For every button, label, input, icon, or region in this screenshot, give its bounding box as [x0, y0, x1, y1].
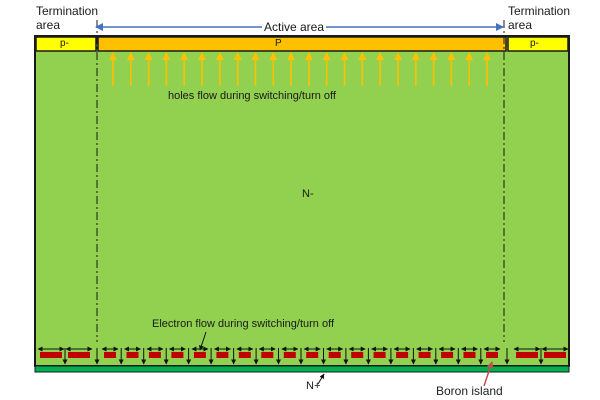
electron-flow-pointer — [199, 331, 207, 351]
boron-island — [283, 352, 296, 358]
p-minus-right-label: p- — [530, 38, 539, 49]
boron-island — [441, 352, 454, 358]
boron-island — [544, 352, 566, 358]
hole-flow-arrows — [109, 52, 491, 86]
boron-island — [373, 352, 386, 358]
boron-island — [104, 352, 116, 358]
boron-island-label: Boron island — [436, 384, 503, 398]
boron-island — [261, 352, 274, 358]
boron-island — [40, 352, 62, 358]
boron-island — [171, 352, 184, 358]
boron-island — [126, 352, 139, 358]
boron-island — [238, 352, 251, 358]
p-center-label: P — [275, 38, 282, 49]
p-minus-region-right — [507, 36, 569, 52]
boron-island — [148, 352, 161, 358]
boron-island — [68, 352, 90, 358]
boron-island — [486, 352, 498, 358]
holes-flow-label: holes flow during switching/turn off — [168, 90, 336, 102]
boron-island — [516, 352, 538, 358]
n-minus-substrate — [34, 35, 570, 367]
boron-island — [351, 352, 364, 358]
boron-island — [396, 352, 409, 358]
p-minus-region-left — [35, 36, 97, 52]
boron-island — [216, 352, 229, 358]
n-minus-label: N- — [302, 188, 314, 200]
p-region-active — [97, 36, 507, 52]
boron-island-row — [37, 346, 569, 365]
n-plus-layer — [34, 365, 570, 373]
active-area-label: Active area — [262, 20, 327, 34]
boron-island — [193, 352, 206, 358]
boron-island — [328, 352, 341, 358]
p-minus-left-label: p- — [60, 38, 69, 49]
termination-area-right-label: Termination area — [508, 4, 571, 32]
n-plus-pointer — [317, 373, 325, 385]
boron-island — [418, 352, 431, 358]
boron-island — [306, 352, 319, 358]
boron-island — [463, 352, 476, 358]
termination-area-left-label: Termination area — [36, 4, 99, 32]
electron-flow-label: Electron flow during switching/turn off — [152, 318, 334, 330]
n-plus-label: N+ — [306, 380, 321, 392]
boron-island-pointer — [483, 361, 494, 387]
